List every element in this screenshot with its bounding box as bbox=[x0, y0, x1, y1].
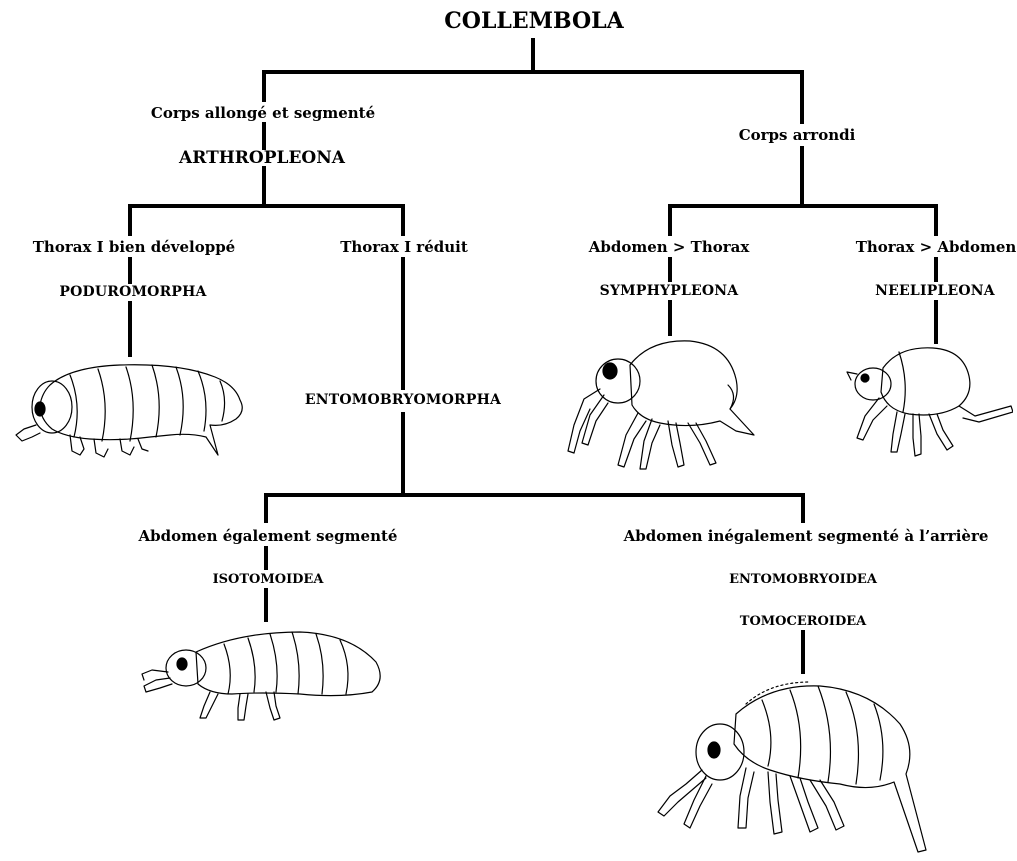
arthropleona-taxon: ARTHROPLEONA bbox=[179, 148, 345, 168]
rounded-condition: Corps arrondi bbox=[739, 126, 856, 144]
isotomoidea-condition: Abdomen également segmenté bbox=[139, 527, 398, 545]
symphypleona-taxon: SYMPHYPLEONA bbox=[600, 283, 739, 299]
neelipleona-taxon: NEELIPLEONA bbox=[875, 283, 995, 299]
entomobryoidea-taxon: ENTOMOBRYOIDEA bbox=[729, 572, 877, 587]
neelipleona-condition: Thorax > Abdomen bbox=[856, 238, 1017, 256]
arthropleona-condition: Corps allongé et segmenté bbox=[151, 104, 375, 122]
entomobryoidea-specimen-icon bbox=[650, 674, 930, 854]
tomoceroidea-taxon: TOMOCEROIDEA bbox=[740, 614, 866, 629]
root-title: COLLEMBOLA bbox=[444, 8, 623, 34]
isotomoidea-specimen-icon bbox=[140, 622, 390, 722]
symphypleona-specimen-icon bbox=[560, 335, 760, 475]
symphypleona-condition: Abdomen > Thorax bbox=[589, 238, 750, 256]
poduromorpha-taxon: PODUROMORPHA bbox=[59, 284, 206, 300]
poduromorpha-specimen-icon bbox=[10, 355, 250, 465]
entomobryoidea-condition: Abdomen inégalement segmenté à l’arrière bbox=[624, 527, 989, 545]
isotomoidea-taxon: ISOTOMOIDEA bbox=[213, 572, 324, 587]
entomobryomorpha-condition: Thorax I réduit bbox=[340, 238, 468, 256]
poduromorpha-condition: Thorax I bien développé bbox=[33, 238, 235, 256]
neelipleona-specimen-icon bbox=[843, 342, 1013, 462]
entomobryomorpha-taxon: ENTOMOBRYOMORPHA bbox=[305, 392, 501, 408]
